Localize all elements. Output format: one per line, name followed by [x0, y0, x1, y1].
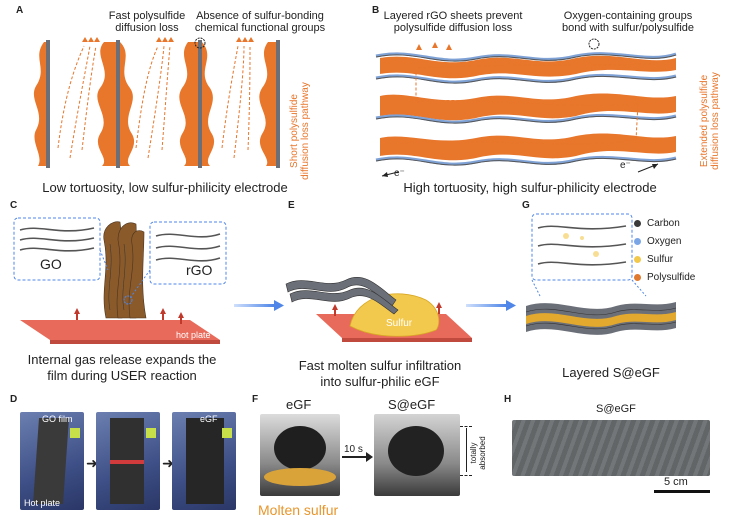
sulfur-dot-icon [634, 255, 641, 263]
panel-f-letter: F [252, 394, 259, 405]
panel-g-legend: Carbon Oxygen Sulfur Polysulfide [634, 214, 734, 286]
legend-label: Sulfur [647, 253, 674, 265]
panel-a-note-left: Fast polysulfide diffusion loss [108, 10, 186, 34]
legend-item-sulfur: Sulfur [634, 250, 734, 268]
panel-f-absorbed-label: totally absorbed [469, 436, 487, 470]
panel-a-side-label: Short polysulfide diffusion loss pathway [289, 82, 311, 180]
panel-a-electrode-diagram [33, 37, 280, 168]
label-sticker [70, 428, 80, 438]
photo-go-film: GO film Hot plate [20, 412, 84, 510]
s-egf-disc [388, 426, 444, 476]
panel-b-note-right: Oxygen-containing groups bond with sulfu… [561, 10, 695, 34]
panel-c-letter: C [10, 200, 18, 211]
carbon-dot-icon [634, 219, 641, 227]
photo-s-egf [374, 414, 460, 496]
legend-label: Oxygen [647, 235, 682, 247]
panel-g-caption: Layered S@eGF [562, 365, 660, 380]
arrow-right-icon: ➜ [86, 455, 98, 471]
panel-f-arrow-head-icon [366, 452, 373, 462]
legend-item-carbon: Carbon [634, 214, 734, 232]
panel-a-side-label-box: Short polysulfide diffusion loss pathway [280, 80, 320, 180]
panel-b-side-label: Extended polysulfide diffusion loss path… [699, 72, 721, 170]
legend-item-oxygen: Oxygen [634, 232, 734, 250]
panel-d-letter: D [10, 394, 18, 405]
panel-f-absorbed-box: totally absorbed [469, 428, 487, 472]
panel-b-caption: High tortuosity, high sulfur-philicity e… [403, 180, 657, 195]
egf-sample [186, 418, 224, 504]
panel-g-diagram [525, 213, 677, 335]
film-texture [512, 420, 710, 476]
panel-e-letter: E [288, 200, 295, 211]
panel-a-letter: A [16, 5, 24, 16]
panel-e-sulfur-label: Sulfur [386, 318, 413, 329]
arrow-right-icon: ➜ [162, 455, 174, 471]
panel-h-letter: H [504, 394, 512, 405]
panel-a-caption: Low tortuosity, low sulfur-philicity ele… [42, 180, 288, 195]
panel-b-electron-right: e⁻ [620, 160, 631, 171]
panel-b-side-label-box: Extended polysulfide diffusion loss path… [690, 60, 730, 180]
photo-egf-on-sulfur [260, 414, 340, 496]
egf-disc [274, 426, 326, 470]
panel-f-time: 10 s [344, 444, 363, 455]
panel-b-electrode-diagram [375, 38, 677, 177]
arrow-e-to-g [466, 300, 516, 311]
absorbed-bracket-line [466, 428, 467, 472]
photo-hot-plate-label: Hot plate [24, 498, 61, 508]
panel-f-label-right: S@eGF [388, 397, 436, 412]
panel-g-letter: G [522, 200, 530, 211]
legend-label: Polysulfide [647, 271, 696, 283]
label-sticker [146, 428, 156, 438]
panel-f-molten-sulfur: Molten sulfur [258, 502, 339, 518]
photo-go-film-label: GO film [42, 414, 73, 424]
legend-label: Carbon [647, 217, 680, 229]
polysulfide-dot-icon [634, 273, 641, 281]
photo-expanding [96, 412, 160, 510]
panel-b-letter: B [372, 5, 380, 16]
photo-egf: eGF [172, 412, 236, 510]
panel-c-caption: Internal gas release expands the film du… [27, 352, 217, 383]
panel-e-caption: Fast molten sulfur infiltration into sul… [298, 358, 462, 389]
molten-sulfur-pool [264, 468, 336, 486]
panel-b-electron-left: e⁻ [394, 168, 405, 179]
absorbed-bracket [460, 426, 472, 476]
panel-f-arrow-line [342, 456, 368, 458]
panel-e-diagram [285, 277, 472, 342]
reaction-front [110, 460, 144, 464]
panel-h-scale-label: 5 cm [664, 476, 688, 488]
panel-b-note-left: Layered rGO sheets prevent polysulfide d… [383, 10, 523, 34]
panel-f-label-left: eGF [286, 397, 312, 412]
photo-egf-label: eGF [200, 414, 218, 424]
go-film-sample [32, 418, 70, 504]
panel-c-inset-left-label: GO [40, 256, 62, 272]
legend-item-polysulfide: Polysulfide [634, 268, 734, 286]
panel-h-label: S@eGF [596, 403, 636, 415]
panel-c-diagram [13, 217, 227, 344]
scale-bar [654, 490, 710, 493]
panel-e-hot-plate-label: hot plate [416, 344, 451, 354]
label-sticker [222, 428, 232, 438]
panel-c-inset-right-label: rGO [186, 262, 213, 278]
arrow-c-to-e [234, 300, 284, 311]
s-egf-film-photo [512, 420, 710, 476]
panel-c-hot-plate-label: hot plate [176, 330, 211, 340]
panel-a-note-right: Absence of sulfur-bonding chemical funct… [194, 10, 326, 34]
oxygen-dot-icon [634, 237, 641, 245]
